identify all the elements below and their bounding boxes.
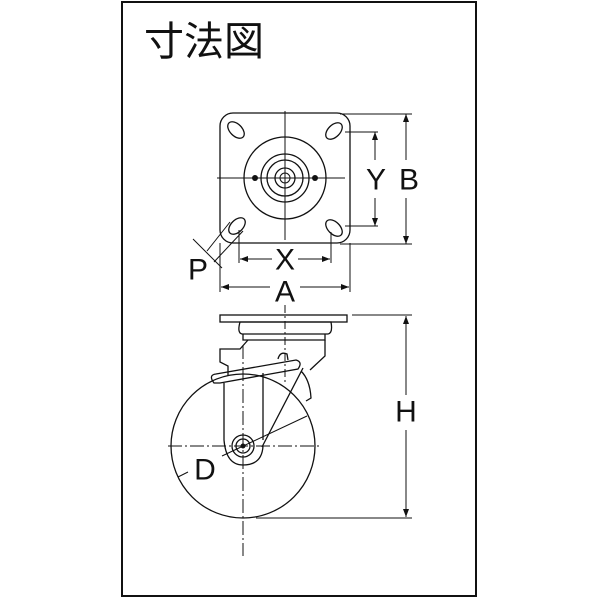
label-b: B <box>399 164 419 197</box>
dimension-y: Y <box>345 131 386 227</box>
label-d: D <box>194 454 216 487</box>
top-view-mounting-plate <box>217 111 351 244</box>
label-h: H <box>395 396 417 429</box>
dimension-p: P <box>188 221 244 287</box>
label-p: P <box>188 254 208 287</box>
drawing-frame <box>121 1 477 597</box>
drawing-title: 寸法図 <box>144 19 264 65</box>
label-y: Y <box>366 164 386 197</box>
label-x: X <box>275 244 295 277</box>
side-view-caster <box>168 305 348 556</box>
dimension-x: X <box>238 230 332 277</box>
label-a: A <box>275 276 295 309</box>
dimension-h: H <box>256 314 417 519</box>
dimension-a: A <box>219 243 351 309</box>
dimension-b: B <box>340 113 419 245</box>
dimension-d: D <box>177 415 308 487</box>
